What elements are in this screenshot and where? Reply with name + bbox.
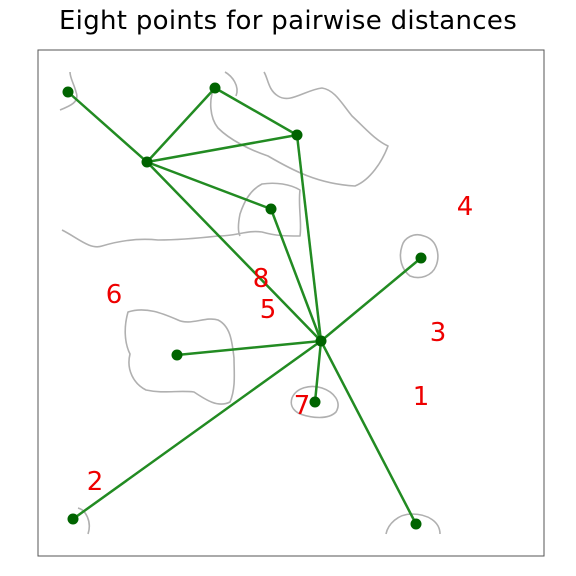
- contour-top-blob: [209, 71, 389, 187]
- label-6: 6: [106, 280, 123, 310]
- node-8: [309, 396, 321, 408]
- edges: [66, 86, 423, 526]
- node-0: [62, 86, 74, 98]
- edge-5: [213, 86, 299, 137]
- label-4: 4: [457, 192, 474, 222]
- label-1: 1: [413, 382, 430, 412]
- edge-0: [66, 90, 149, 164]
- node-3: [141, 156, 153, 168]
- edge-3: [145, 160, 273, 211]
- label-2: 2: [87, 467, 104, 497]
- label-5: 5: [260, 295, 277, 325]
- node-7: [171, 349, 183, 361]
- edge-2: [145, 133, 299, 164]
- edge-8: [319, 256, 423, 343]
- label-7: 7: [294, 391, 311, 421]
- diagram-title: Eight points for pairwise distances: [58, 6, 518, 36]
- label-3: 3: [430, 318, 447, 348]
- node-2: [291, 129, 303, 141]
- contour-bottom-left: [77, 507, 91, 535]
- node-1: [209, 82, 221, 94]
- contour-small-island: [290, 385, 339, 419]
- label-8: 8: [253, 264, 270, 294]
- edge-10: [313, 339, 323, 404]
- node-5: [415, 252, 427, 264]
- node-9: [67, 513, 79, 525]
- plot-frame: [37, 49, 545, 557]
- edge-7: [269, 207, 323, 343]
- contour-right-island: [399, 233, 439, 279]
- contour-mid-band: [61, 182, 302, 248]
- edge-1: [145, 86, 217, 164]
- contour-top-center: [224, 71, 238, 97]
- edge-4: [145, 160, 323, 343]
- nodes: [62, 82, 427, 530]
- contour-top-left: [59, 71, 78, 111]
- edge-12: [319, 339, 418, 526]
- point-labels: 4 6 8 5 3 1 7 2: [87, 192, 474, 497]
- node-10: [410, 518, 422, 530]
- contour-lower-left-island: [124, 309, 236, 405]
- edge-9: [175, 339, 323, 357]
- edge-11: [71, 339, 323, 521]
- node-6: [315, 335, 327, 347]
- node-4: [265, 203, 277, 215]
- edge-6: [295, 133, 323, 343]
